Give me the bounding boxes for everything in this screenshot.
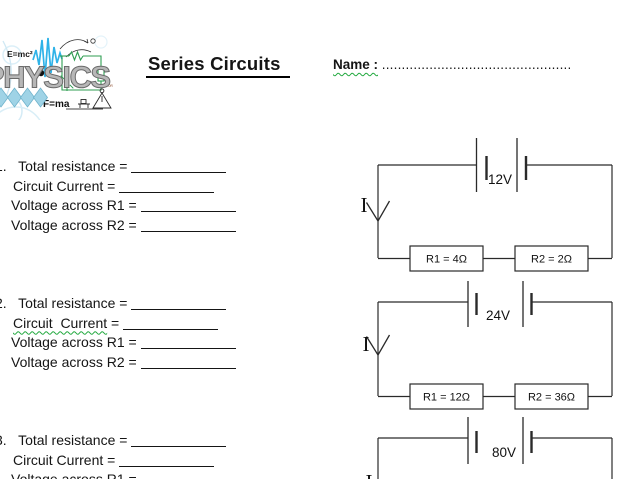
name-label: Name : — [333, 57, 379, 72]
question-block-2: 2. Total resistance = Circuit Current = Vo… — [0, 294, 255, 372]
question-line-label: Voltage across R2 = — [11, 216, 137, 233]
question-1-line-4: Voltage across R2 = — [0, 216, 255, 236]
logo-dot — [37, 69, 45, 77]
name-fill-in-line[interactable]: ........................................… — [381, 57, 572, 72]
equation-emc2: E=mc² — [7, 49, 33, 59]
question-line-label: Voltage across R1 = — [11, 471, 137, 479]
answer-blank[interactable] — [131, 160, 227, 173]
logo-brand-text: PHYSICS — [0, 60, 110, 95]
question-3-line-2: Circuit Current = — [0, 451, 255, 471]
answer-blank[interactable] — [140, 199, 236, 213]
circuit-diagrams: 12V I R1 = 4Ω R2 = 2Ω 24V I R1 = 12Ω R2 = 36Ω 80… — [361, 138, 613, 479]
question-1-line-2: Circuit Current = — [0, 177, 255, 197]
current-label: I — [361, 193, 368, 217]
answer-blank[interactable] — [141, 473, 236, 479]
resistor-box — [409, 383, 484, 410]
answer-blank[interactable] — [140, 356, 236, 369]
circuit-diagram-3: 80V I — [366, 417, 613, 479]
question-line-label: Circuit Current = — [13, 314, 120, 331]
question-line-label: Circuit Current = — [13, 451, 116, 468]
waveform-icon — [32, 37, 63, 78]
current-arrow-icon — [365, 200, 391, 223]
answer-blank[interactable] — [131, 297, 227, 310]
resistor-label: R2 = 36Ω — [528, 392, 575, 404]
question-2-line-1: 2. Total resistance = — [0, 294, 255, 314]
equation-fma: F=ma — [43, 99, 70, 110]
answer-blank[interactable] — [123, 317, 219, 330]
resistor-box — [514, 245, 589, 272]
sketches-icon — [78, 88, 112, 109]
question-3-line-1: 3. Total resistance = — [0, 431, 255, 451]
resistor-box — [514, 383, 589, 410]
question-line-label: Voltage across R2 = — [11, 353, 137, 370]
question-2-line-2: Circuit Current = — [0, 314, 255, 334]
question-line-label: 2. Total resistance = — [0, 295, 128, 311]
question-line-label: 3. Total resistance = — [0, 432, 128, 448]
resistor-label: R2 = 2Ω — [531, 254, 572, 266]
circuit-doodle-icon — [58, 50, 105, 91]
question-line-label: Circuit Current = — [13, 177, 116, 194]
question-2-line-3: Voltage across R1 = — [0, 333, 255, 353]
resistor-box — [409, 245, 484, 272]
battery-voltage-label: 12V — [488, 172, 512, 187]
answer-blank[interactable] — [140, 219, 236, 232]
diamonds-icon — [0, 87, 48, 108]
question-line-label: 1. Total resistance = — [0, 158, 128, 174]
question-line-label: Voltage across R1 = — [11, 197, 137, 214]
question-3-line-3: Voltage across R1 = — [0, 470, 255, 479]
physics-logo: INDUCTOR PHYSICS E=mc² F=ma — [0, 35, 113, 120]
resistor-label: R1 = 12Ω — [423, 392, 470, 404]
current-label: I — [366, 470, 373, 479]
question-1-line-1: 1. Total resistance = — [0, 157, 255, 177]
circuit-diagram-2: 24V I R1 = 12Ω R2 = 36Ω — [363, 281, 613, 410]
question-line-label: Voltage across R1 = — [11, 334, 137, 351]
question-2-line-4: Voltage across R2 = — [0, 353, 255, 373]
question-1-line-3: Voltage across R1 = — [0, 196, 255, 216]
current-arrow-icon — [365, 334, 391, 357]
inductor-label: INDUCTOR — [96, 84, 113, 88]
circuit-diagram-1: 12V I R1 = 4Ω R2 = 2Ω — [361, 138, 613, 272]
answer-blank[interactable] — [140, 336, 236, 350]
question-block-3: 3. Total resistance = Circuit Current = Vo… — [0, 431, 255, 479]
battery-voltage-label: 24V — [486, 308, 510, 323]
answer-blank[interactable] — [119, 454, 215, 467]
current-label: I — [363, 332, 370, 356]
answer-blank[interactable] — [119, 180, 215, 193]
doodle-arrows-icon — [59, 38, 96, 58]
battery-voltage-label: 80V — [492, 445, 516, 460]
page-title: Series Circuits — [146, 53, 290, 78]
answer-blank[interactable] — [131, 434, 227, 447]
question-block-1: 1. Total resistance = Circuit Current = Vo… — [0, 157, 255, 235]
resistor-label: R1 = 4Ω — [426, 254, 467, 266]
name-row: Name : .................................… — [333, 57, 571, 72]
